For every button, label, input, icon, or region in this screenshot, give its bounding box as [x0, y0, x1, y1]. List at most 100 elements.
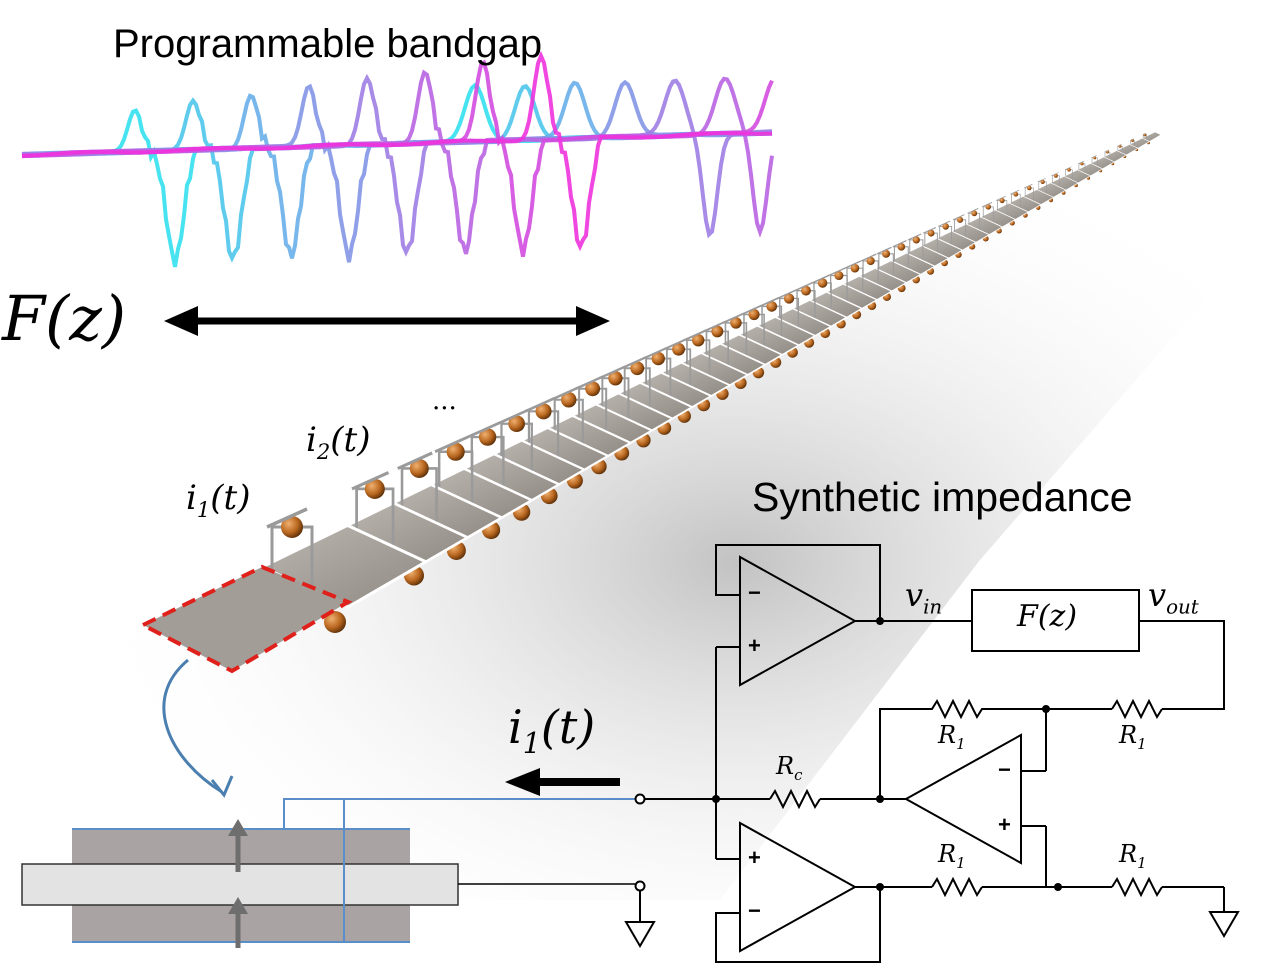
r1-label-bottom-mid: R1 [938, 840, 966, 872]
inductor-bead [882, 249, 891, 258]
inductor-bead [1013, 191, 1019, 197]
inductor-bead [651, 351, 665, 366]
current-label-big: i1(t) [508, 700, 596, 761]
filter-box-label: F(z) [1017, 599, 1078, 634]
spectrum-curve [21, 69, 774, 255]
inductor-bead [971, 210, 978, 217]
current-arrow-small [598, 365, 626, 380]
current-arrow-small [397, 451, 433, 470]
inductor-bead [409, 458, 429, 478]
current-arrow-small [1078, 160, 1085, 165]
bandgap-spectra [21, 50, 774, 268]
current-arrow-small [844, 260, 862, 269]
current-arrow-small [497, 408, 529, 425]
current-arrow-small [434, 435, 469, 454]
v-in-label: vin [905, 576, 943, 619]
current-arrow-small [794, 281, 814, 292]
transfer-function-label: F(z) [2, 282, 127, 355]
spectrum-curve [21, 82, 772, 268]
current-arrow-small [860, 253, 877, 262]
tuning-arrow [164, 306, 610, 336]
current-arrow-small [663, 337, 688, 351]
r1-label-bottom-right: R1 [1119, 840, 1147, 872]
opamp-mid-plus: + [998, 812, 1011, 837]
cross-section [21, 798, 640, 948]
inductor-bead [561, 392, 577, 408]
inductor-bead [866, 256, 875, 266]
spectrum-curve [21, 50, 773, 252]
bandgap-title: Programmable bandgap [113, 22, 543, 66]
inductor-bead [711, 325, 724, 338]
current-arrow-small [351, 471, 390, 491]
current-arrow-small [892, 240, 907, 248]
current-arrow-small [1037, 178, 1046, 183]
impedance-title: Synthetic impedance [752, 474, 1133, 520]
current-arrow-small [1064, 166, 1072, 170]
opamp-bottom-minus: − [748, 898, 761, 923]
opamp-top-minus: − [748, 580, 761, 605]
current-arrow-small [952, 214, 965, 221]
current-arrow-small [981, 201, 993, 208]
inductor-bead [1027, 185, 1032, 191]
inductor-bead [834, 270, 844, 281]
current-arrow-small [741, 304, 762, 316]
current-arrow-small [1142, 133, 1147, 136]
line-shadow [120, 150, 1240, 900]
inductor-bead [692, 334, 705, 347]
current-arrow-small [1117, 143, 1122, 147]
inductor-bead [672, 342, 685, 356]
inductor-bead [730, 317, 742, 329]
synthetic-impedance-circuit [624, 544, 1240, 963]
current-arrow-small [550, 385, 580, 401]
current-arrow-small [876, 246, 892, 255]
inductor-bead [281, 516, 303, 538]
inductor-bead [748, 309, 760, 321]
current-label-1: i1(t) [186, 478, 251, 522]
current-arrow-small [575, 375, 604, 390]
current-arrow-small [1010, 189, 1020, 195]
current-arrow-small [996, 195, 1006, 201]
opamp-top-plus: + [748, 633, 761, 658]
inductor-bead [927, 229, 935, 237]
ellipsis-label: ... [432, 386, 457, 416]
transmission-line [258, 131, 1162, 633]
inductor-bead [1093, 156, 1097, 160]
inductor-bead [817, 278, 828, 288]
inductor-bead [942, 223, 949, 230]
current-label-2: i2(t) [306, 420, 371, 464]
inductor-bead [630, 361, 645, 376]
r1-label-top-mid: R1 [938, 721, 966, 753]
current-arrow-small [467, 421, 501, 439]
inductor-bead [850, 263, 860, 273]
opamp-bottom-plus: + [748, 845, 761, 870]
inductor-bead [446, 442, 465, 461]
current-arrow-small [524, 397, 555, 413]
current-arrow-small [621, 355, 648, 370]
zoom-arrow [162, 658, 234, 798]
circuit-junctions [712, 617, 1062, 891]
opamp-mid-minus: − [998, 757, 1011, 782]
current-arrow-small [703, 320, 726, 333]
current-arrow-small [1023, 183, 1033, 189]
current-arrow-small [777, 289, 797, 300]
inductor-bead [1067, 167, 1071, 172]
v-out-label: vout [1148, 576, 1199, 619]
current-arrow-small [938, 220, 951, 227]
current-arrow-small [923, 226, 937, 234]
inductor-bead [585, 381, 601, 397]
spectrum-curve [22, 59, 774, 257]
inductor-bead [1080, 162, 1084, 166]
inductor-bead [956, 216, 964, 223]
current-arrow-small [1091, 155, 1097, 159]
inductor-bead [801, 285, 811, 296]
capacitor-bead [324, 611, 346, 633]
inductor-bead [508, 415, 525, 433]
inductor-bead [985, 204, 992, 210]
spectrum-curve [22, 73, 773, 257]
current-arrow-small [759, 296, 780, 308]
current-arrow-small [967, 208, 979, 214]
current-arrow [505, 768, 620, 796]
inductor-bead [478, 428, 497, 446]
current-arrow-small [1104, 149, 1110, 153]
inductor-bead [1040, 179, 1045, 184]
